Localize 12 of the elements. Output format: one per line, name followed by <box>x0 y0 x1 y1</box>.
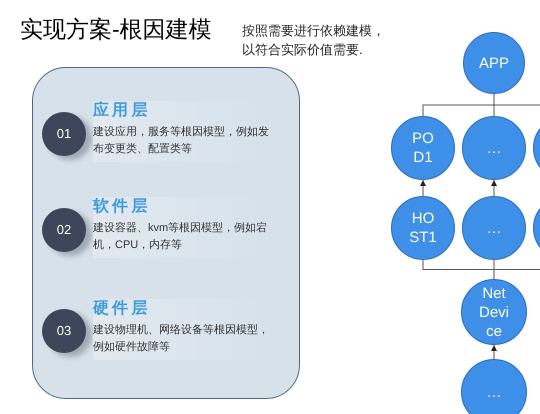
layer-description: 建设物理机、网络设备等根因模型，例如硬件故障等 <box>93 323 270 355</box>
subtitle-note: 按照需要进行依赖建模，以符合实际价值需要. <box>242 22 386 59</box>
layer-heading: 应用层 <box>93 101 151 121</box>
layer-heading: 软件层 <box>93 197 151 217</box>
layer-heading: 硬件层 <box>93 299 151 319</box>
layer-description: 建设容器、kvm等根因模型，例如宕机，CPU，内存等 <box>93 220 268 253</box>
arrow <box>491 180 497 196</box>
title: 实现方案-根因建模 <box>20 15 212 44</box>
arrow <box>491 344 497 360</box>
layer-description: 建设应用，服务等根因模型，例如发布变更类、配置类等 <box>93 124 270 157</box>
arrow <box>420 180 426 196</box>
layer-panel <box>32 67 300 399</box>
